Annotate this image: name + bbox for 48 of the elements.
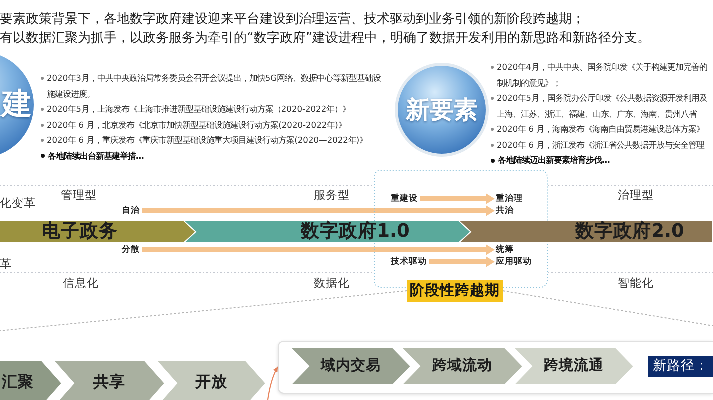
arrow — [142, 206, 495, 216]
chevron-step: 跨境流通 — [514, 348, 634, 385]
bullet-text: 2020年 6 月，海南发布《海南自由贸易港建设总体方案》 — [497, 123, 706, 136]
axis-label: 革 — [0, 257, 12, 271]
chevron-step: 汇聚 — [0, 361, 62, 400]
arrow — [429, 256, 495, 268]
axis-label: 数据化 — [314, 276, 350, 290]
chevron-step: 共享 — [54, 361, 165, 400]
axis-label: 管理型 — [61, 188, 97, 202]
chevron-step: 数字政府1.0 — [184, 221, 471, 243]
chevron-step: 开放 — [157, 361, 266, 400]
flow-term: 重建设 — [391, 194, 418, 204]
axis-label: 治理型 — [618, 188, 654, 202]
chevron-step: 数字政府2.0 — [459, 221, 713, 243]
connector-line — [0, 290, 408, 332]
bullet-text: 2020年5月，上海发布《上海市推进新型基础设施建设行动方案（2020-2022年）》 — [47, 103, 352, 116]
flow-term: 共治 — [496, 206, 514, 216]
arrow — [267, 366, 278, 400]
bullet-text: 2020年4月，中共中央、国务院印发《关于构建更加完善的制机制的意见》； — [497, 61, 708, 90]
arrow — [142, 244, 495, 256]
flow-term: 统筹 — [496, 244, 514, 256]
flow-term: 分散 — [122, 244, 140, 256]
chevron-step: 电子政务 — [0, 221, 196, 243]
bullet-text: 各地陆续出台新基建举措… — [48, 150, 146, 162]
bullet-text: 2020年5月，国务院办公厅印发《公共数据资源开发利用及上海、江苏、浙江、福建、山东、广东、海南、贵州八省 — [497, 92, 708, 120]
axis-label: 化变革 — [0, 196, 36, 210]
arrow — [420, 194, 495, 204]
chevron-step: 跨域流动 — [402, 348, 523, 385]
flow-term: 自治 — [122, 206, 140, 216]
flow-term: 应用驱动 — [496, 256, 532, 268]
axis-label: 服务型 — [314, 188, 350, 202]
route-panel — [278, 341, 713, 394]
stage-tag: 阶段性跨越期 — [407, 280, 503, 302]
flow-term: 重治理 — [496, 194, 523, 204]
bullet-text: 2020年 6 月，北京发布《北京市加快新型基础设施建设行动方案(2020-2022年)》 — [47, 118, 348, 132]
bullet-text: 各地陆续迈出新要素培育步伐… — [498, 154, 612, 167]
circle-badge: 新要素 — [395, 63, 489, 157]
bullet-text: 2020年 6 月，浙江发布《浙江省公共数据开放与安全管理 — [497, 138, 706, 152]
chevron-step: 域内交易 — [291, 348, 411, 385]
connector-line — [502, 290, 713, 326]
bullet-text: 2020年3月，中共中央政治局常务委员会召开会议提出，加快5G网络、数据中心等新型基础设施建设进度。 — [47, 72, 382, 100]
axis-label: 智能化 — [618, 276, 654, 290]
path-tag: 新路径： — [648, 356, 713, 377]
axis-label: 信息化 — [63, 276, 99, 290]
intro-text: 有以数据汇聚为抓手，以政务服务为牵引的“数字政府”建设进程中，明确了数据开发利用的新思路和新路径分支。 — [0, 30, 651, 46]
intro-text: 要素政策背景下，各地数字政府建设迎来平台建设到治理运营、技术驱动到业务引领的新阶段跨越期； — [0, 10, 585, 28]
bullet-text: 2020年 6 月，重庆发布《重庆市新型基础设施重大项目建设行动方案(2020—2022年)》 — [47, 134, 369, 147]
flow-term: 技术驱动 — [391, 256, 427, 268]
